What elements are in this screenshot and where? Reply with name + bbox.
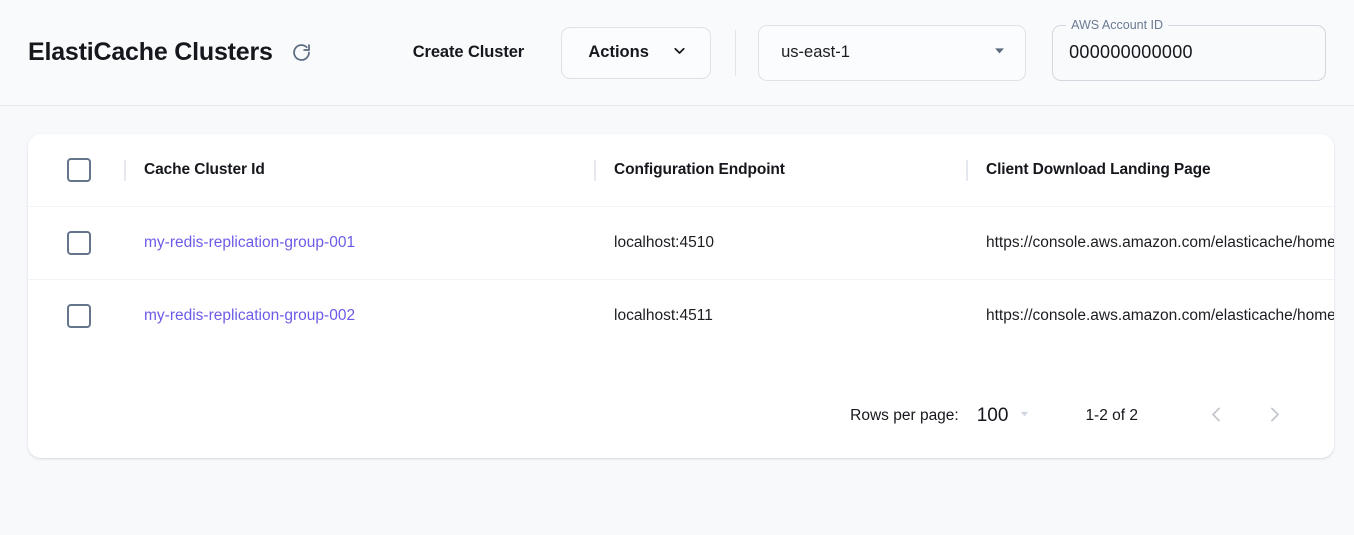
row-checkbox[interactable]: [67, 231, 91, 255]
aws-account-id-value: 000000000000: [1069, 42, 1193, 62]
endpoint-value: localhost:4511: [614, 307, 713, 324]
region-select[interactable]: us-east-1: [758, 24, 1027, 81]
landing-page-value: https://console.aws.amazon.com/elasticac…: [986, 307, 1334, 324]
table-row[interactable]: my-redis-replication-group-001 localhost…: [28, 206, 1334, 279]
clusters-table-card: Cache Cluster Id Configuration Endpoint …: [28, 134, 1334, 458]
column-header-client-download-landing-page[interactable]: Client Download Landing Page: [966, 159, 1334, 181]
table-row[interactable]: my-redis-replication-group-002 localhost…: [28, 279, 1334, 352]
column-header-label: Configuration Endpoint: [614, 161, 785, 178]
actions-button-label: Actions: [588, 43, 649, 61]
create-cluster-button[interactable]: Create Cluster: [409, 35, 528, 70]
previous-page-button[interactable]: [1194, 394, 1238, 438]
app-header: ElastiCache Clusters Create Cluster Acti…: [0, 0, 1354, 106]
column-resize-handle[interactable]: [966, 159, 968, 181]
cluster-id-link[interactable]: my-redis-replication-group-001: [144, 234, 356, 251]
cell-client-download-landing-page: https://console.aws.amazon.com/elasticac…: [966, 233, 1334, 254]
rows-per-page-select[interactable]: 100: [977, 405, 1032, 427]
cell-cache-cluster-id: my-redis-replication-group-001: [124, 233, 594, 254]
row-checkbox[interactable]: [67, 304, 91, 328]
triangle-down-icon: [992, 43, 1007, 63]
column-header-label: Client Download Landing Page: [986, 161, 1211, 178]
actions-button[interactable]: Actions: [561, 26, 712, 79]
next-page-button[interactable]: [1252, 394, 1296, 438]
row-select-cell: [28, 304, 124, 328]
cell-configuration-endpoint: localhost:4511: [594, 306, 966, 327]
column-header-cache-cluster-id[interactable]: Cache Cluster Id: [124, 159, 594, 181]
landing-page-value: https://console.aws.amazon.com/elasticac…: [986, 234, 1334, 251]
refresh-button[interactable]: [287, 38, 317, 68]
cell-cache-cluster-id: my-redis-replication-group-002: [124, 306, 594, 327]
main-content: Cache Cluster Id Configuration Endpoint …: [0, 106, 1354, 458]
column-header-configuration-endpoint[interactable]: Configuration Endpoint: [594, 159, 966, 181]
rows-per-page-label: Rows per page:: [850, 407, 959, 424]
region-select-value: us-east-1: [781, 43, 850, 61]
column-resize-handle[interactable]: [124, 159, 126, 181]
row-select-cell: [28, 231, 124, 255]
column-header-label: Cache Cluster Id: [144, 161, 265, 178]
aws-account-id-label: AWS Account ID: [1066, 16, 1169, 33]
chevron-right-icon: [1264, 404, 1285, 428]
chevron-down-icon: [671, 42, 688, 64]
cell-configuration-endpoint: localhost:4510: [594, 233, 966, 254]
pagination-range: 1-2 of 2: [1085, 407, 1138, 424]
endpoint-value: localhost:4510: [614, 234, 714, 251]
table-pagination: Rows per page: 100 1-2 of 2: [28, 374, 1334, 458]
rows-per-page-value: 100: [976, 405, 1009, 426]
chevron-left-icon: [1206, 404, 1227, 428]
cluster-id-link[interactable]: my-redis-replication-group-002: [144, 307, 356, 324]
page-title: ElastiCache Clusters: [28, 38, 273, 66]
column-resize-handle[interactable]: [594, 159, 596, 181]
select-all-checkbox[interactable]: [67, 158, 91, 182]
aws-account-id-field[interactable]: AWS Account ID 000000000000: [1052, 16, 1327, 81]
header-divider: [735, 29, 737, 76]
cell-client-download-landing-page: https://console.aws.amazon.com/elasticac…: [966, 306, 1334, 327]
refresh-icon: [291, 42, 312, 63]
triangle-down-icon: [1018, 407, 1031, 425]
select-all-cell: [28, 158, 124, 182]
table-header-row: Cache Cluster Id Configuration Endpoint …: [28, 134, 1334, 206]
